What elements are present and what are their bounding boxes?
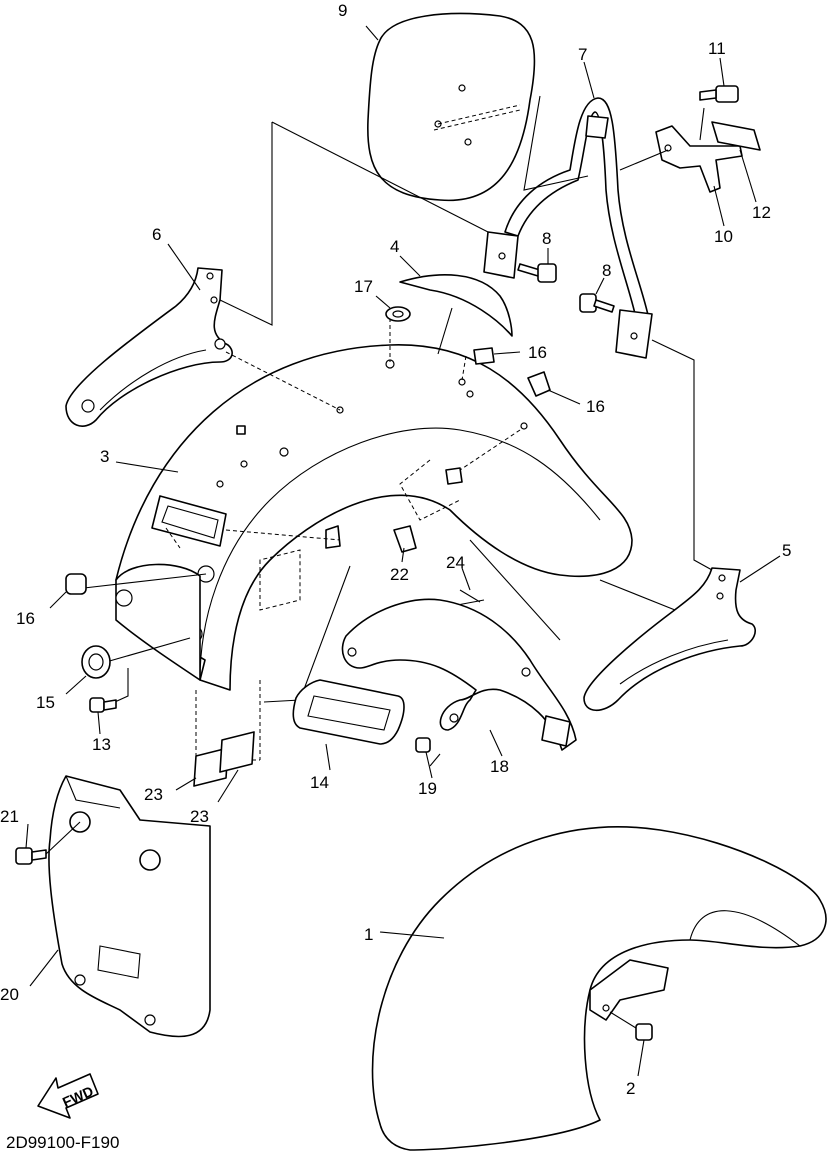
callout-7: 7 — [578, 45, 587, 64]
sissy-bar-frame — [483, 97, 653, 359]
screw-19 — [415, 737, 431, 753]
callout-19: 19 — [418, 779, 437, 798]
callout-21: 21 — [0, 807, 19, 826]
grommet-16b — [527, 371, 551, 397]
callout-16c: 16 — [16, 609, 35, 628]
callout-6: 6 — [152, 225, 161, 244]
side-stay-left — [65, 267, 233, 427]
rear-fender — [115, 344, 633, 691]
callout-8a: 8 — [542, 229, 551, 248]
callout-16a: 16 — [528, 343, 547, 362]
callout-15: 15 — [36, 693, 55, 712]
callout-22: 22 — [390, 565, 409, 584]
clip-22 — [393, 525, 417, 553]
forward-arrow-icon: FWD — [37, 1073, 99, 1119]
bolt-13 — [89, 697, 117, 713]
callout-5: 5 — [782, 541, 791, 560]
front-fender-1 — [371, 826, 827, 1151]
tape-23b — [219, 731, 255, 773]
grommet-16a — [473, 347, 495, 365]
callout-24: 24 — [446, 553, 465, 572]
callout-13: 13 — [92, 735, 111, 754]
inner-fender-18 — [341, 598, 577, 751]
callout-2: 2 — [626, 1079, 635, 1098]
bolt-11 — [699, 85, 739, 103]
side-cover-20 — [48, 775, 211, 1038]
callout-11: 11 — [708, 39, 726, 58]
backrest-pad — [367, 12, 536, 202]
callout-16b: 16 — [586, 397, 605, 416]
callout-10: 10 — [714, 227, 733, 246]
bolt-8a — [517, 263, 557, 283]
callout-14: 14 — [310, 773, 329, 792]
callout-18: 18 — [490, 757, 509, 776]
reflector-14 — [292, 679, 405, 745]
fender-trim-strip — [399, 274, 513, 355]
mounting-bracket — [655, 125, 743, 193]
callout-4: 4 — [390, 237, 399, 256]
bolt-2 — [609, 1011, 653, 1041]
washer-17 — [385, 306, 411, 322]
bolt-21 — [15, 821, 81, 865]
callout-17: 17 — [354, 277, 373, 296]
callout-12: 12 — [752, 203, 771, 222]
callout-20: 20 — [0, 985, 19, 1004]
rubber-damper-12 — [711, 121, 761, 151]
callout-23a: 23 — [144, 785, 163, 804]
callout-8b: 8 — [602, 261, 611, 280]
diagram-code: 2D99100-F190 — [6, 1133, 119, 1152]
callout-9: 9 — [338, 1, 347, 20]
callouts: 9 7 11 12 10 8 8 4 17 6 16 16 3 16 15 13… — [0, 1, 791, 1098]
callout-3: 3 — [100, 447, 109, 466]
tape-23a — [193, 747, 229, 787]
callout-1: 1 — [364, 925, 373, 944]
side-stay-right — [583, 567, 756, 712]
grommet-16c — [65, 573, 87, 595]
callout-23b: 23 — [190, 807, 209, 826]
bolt-8b — [579, 293, 615, 313]
leader-lines — [25, 25, 781, 1077]
grommet-15 — [81, 645, 111, 679]
